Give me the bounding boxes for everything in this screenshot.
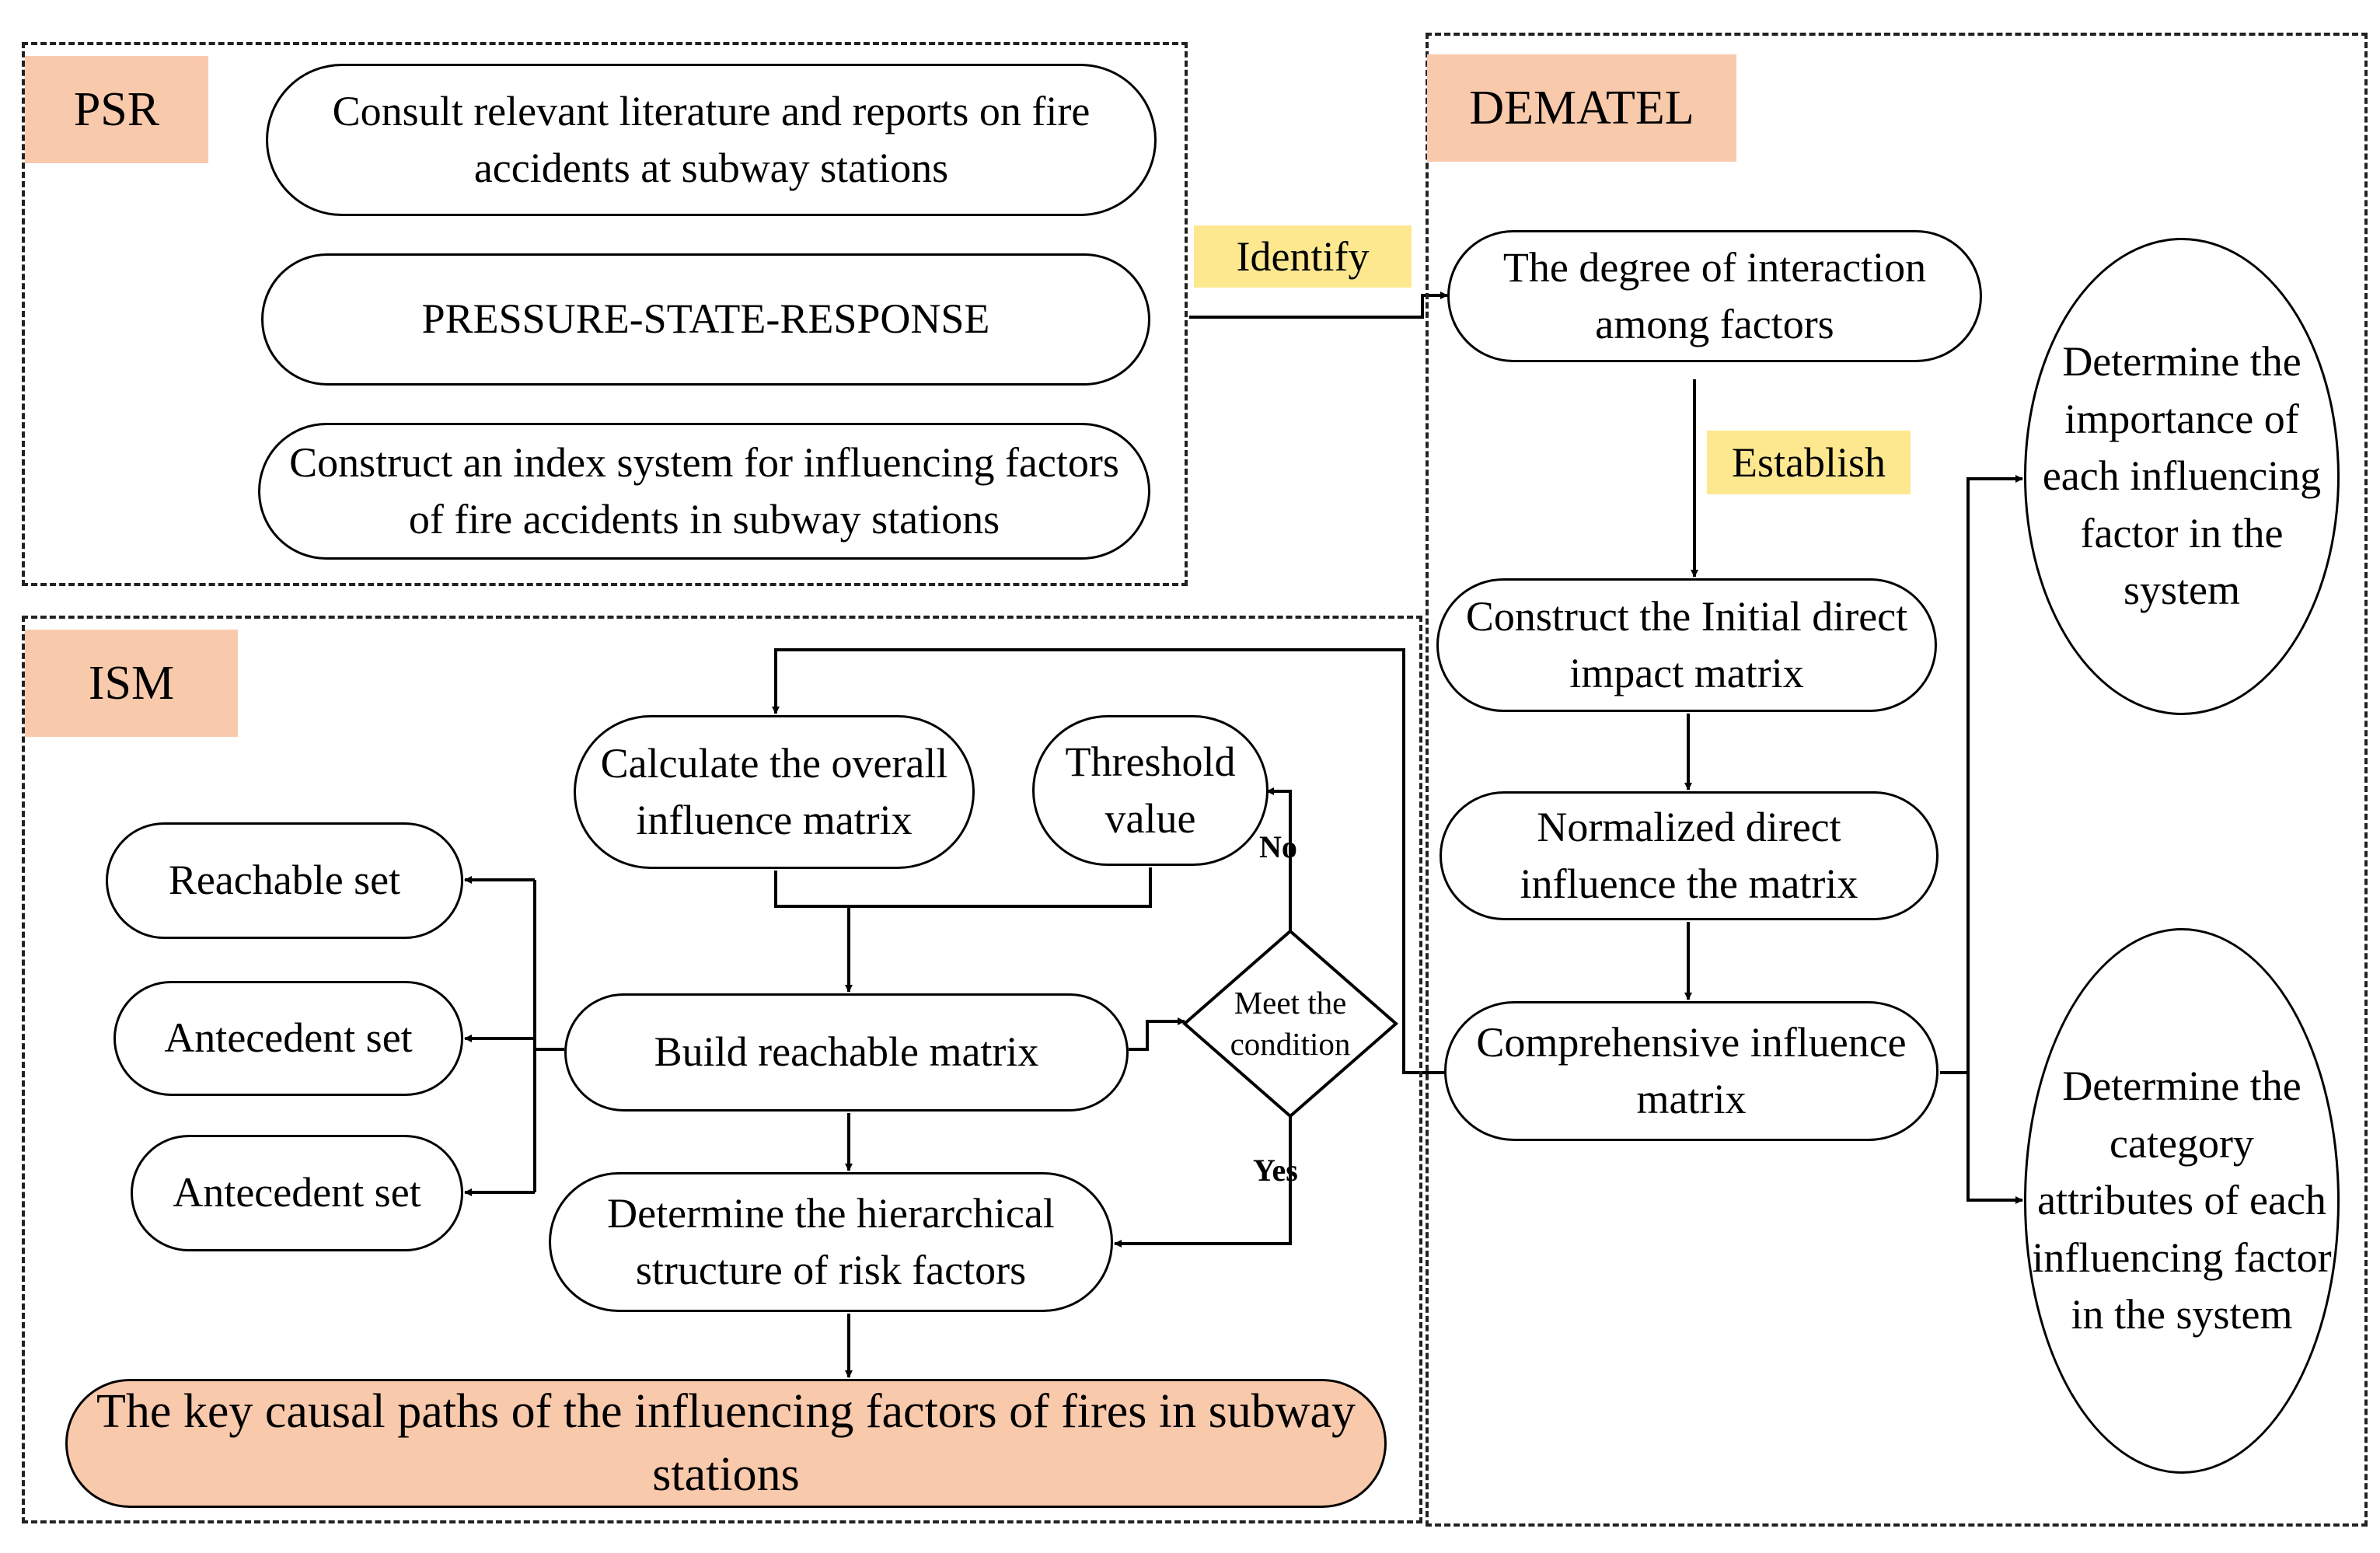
arrow-comprehensive-to-overall: [772, 648, 1444, 1074]
interaction-node: The degree of interaction among factors: [1447, 230, 1982, 362]
psr-model-node: PRESSURE-STATE-RESPONSE: [261, 253, 1150, 386]
literature-node: Consult relevant literature and reports …: [266, 64, 1157, 216]
connector-sets: [533, 880, 564, 1192]
connector-overall-threshold: [774, 867, 1152, 908]
arrow-no: [1266, 787, 1292, 931]
arrow-to-category: [1966, 1073, 2023, 1204]
comprehensive-matrix-node: Comprehensive influence matrix: [1444, 1001, 1939, 1141]
condition-text: Meet the condition: [1230, 984, 1351, 1062]
condition-diamond: [1181, 929, 1399, 1119]
yes-label: Yes: [1253, 1153, 1298, 1188]
psr-tag: PSR: [25, 56, 208, 163]
psr-region: [22, 42, 1188, 586]
category-node: Determine the category attributes of eac…: [2024, 928, 2340, 1474]
dematel-tag: DEMATEL: [1427, 54, 1736, 162]
antecedent-set-node-1: Antecedent set: [113, 981, 463, 1096]
antecedent-set-node-2: Antecedent set: [131, 1135, 463, 1251]
importance-node: Determine the importance of each influen…: [2024, 238, 2340, 715]
identify-label: Identify: [1194, 225, 1412, 288]
overall-matrix-node: Calculate the overall influence matrix: [574, 715, 975, 869]
arrow-yes: [1114, 1116, 1292, 1248]
index-system-node: Construct an index system for influencin…: [258, 423, 1150, 560]
hierarchy-node: Determine the hierarchical structure of …: [549, 1172, 1113, 1312]
normalized-matrix-node: Normalized direct influence the matrix: [1440, 791, 1939, 920]
initial-matrix-node: Construct the Initial direct impact matr…: [1436, 578, 1937, 712]
ism-region: [22, 616, 1422, 1523]
reachable-set-node: Reachable set: [106, 822, 463, 939]
arrow-to-importance: [1966, 475, 2023, 1073]
ism-tag: ISM: [25, 630, 238, 737]
arrow-identify: [1189, 291, 1448, 319]
dematel-region: [1426, 33, 2368, 1527]
arrow-to-condition: [1129, 1017, 1185, 1051]
establish-label: Establish: [1707, 431, 1911, 494]
key-paths-node: The key causal paths of the influencing …: [65, 1379, 1387, 1508]
reachable-matrix-node: Build reachable matrix: [564, 993, 1129, 1112]
threshold-node: Threshold value: [1032, 715, 1269, 866]
no-label: No: [1259, 829, 1297, 864]
